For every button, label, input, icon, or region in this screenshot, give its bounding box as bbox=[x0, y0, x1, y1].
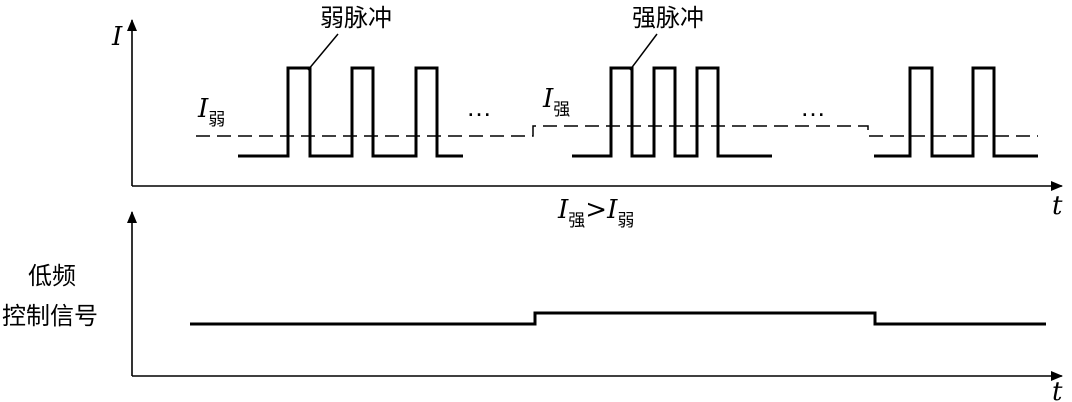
strong-pulse-train bbox=[572, 66, 772, 158]
weak-pulse-train-end bbox=[874, 66, 1038, 158]
control-signal-label-line2: 控制信号 bbox=[2, 303, 98, 330]
weak-pulse-leader bbox=[307, 33, 339, 71]
control-signal-label-line1: 低频 bbox=[28, 263, 76, 290]
weak-level-label: I弱 bbox=[197, 94, 225, 129]
weak-pulse-train bbox=[238, 66, 463, 158]
top-y-axis-label: I bbox=[111, 22, 123, 52]
strong-pulse-leader bbox=[629, 33, 658, 71]
top-x-axis-label: t bbox=[1052, 191, 1063, 221]
weak-pulse-label: 弱脉冲 bbox=[320, 5, 392, 32]
ellipsis-2: … bbox=[800, 92, 826, 122]
strong-pulse-label: 强脉冲 bbox=[632, 5, 704, 32]
ellipsis-1: … bbox=[466, 92, 492, 122]
bottom-chart: 低频 控制信号 t bbox=[2, 211, 1063, 402]
comparison-formula: I强>I弱 bbox=[557, 195, 634, 230]
low-frequency-control-signal bbox=[190, 311, 1046, 326]
top-chart: I t 弱脉冲 强脉冲 I弱 I强 … … I强>I弱 bbox=[111, 5, 1063, 230]
bottom-x-axis-label: t bbox=[1052, 377, 1063, 402]
strong-level-label: I强 bbox=[542, 84, 570, 119]
dashed-level-line bbox=[196, 125, 1038, 137]
